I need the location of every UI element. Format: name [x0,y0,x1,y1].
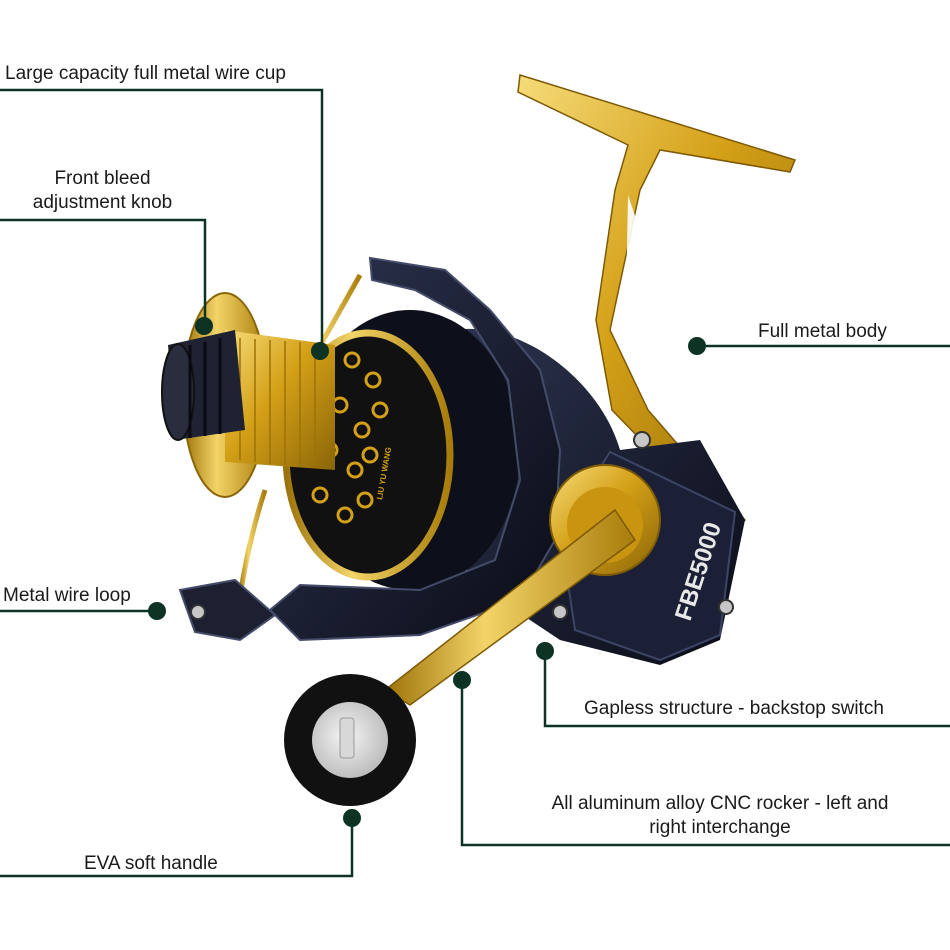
label-bleed-knob: Front bleed adjustment knob [20,167,185,215]
callout-dot-rocker [453,671,471,689]
callout-dot-wire-loop [148,602,166,620]
label-backstop: Gapless structure - backstop switch [584,698,884,719]
callout-dot-backstop [536,642,554,660]
callout-dot-handle [343,809,361,827]
label-bleed-knob-line2: adjustment knob [32,192,173,213]
label-rocker-line1: All aluminum alloy CNC rocker - left and [551,793,889,814]
label-handle: EVA soft handle [84,853,218,874]
callout-dot-bleed-knob [195,317,213,335]
label-wire-loop: Metal wire loop [3,585,131,606]
callout-lines [0,88,950,878]
callout-dot-metal-body [688,337,706,355]
label-rocker: All aluminum alloy CNC rocker - left and… [520,792,920,840]
callout-dot-wire-cup [311,342,329,360]
label-rocker-line2: right interchange [649,817,791,838]
label-wire-cup: Large capacity full metal wire cup [5,63,286,84]
eva-knob [284,674,416,806]
drag-knob [161,330,245,441]
label-bleed-knob-line1: Front bleed [54,168,151,189]
label-metal-body: Full metal body [758,321,887,342]
handle-rocker [383,464,661,706]
